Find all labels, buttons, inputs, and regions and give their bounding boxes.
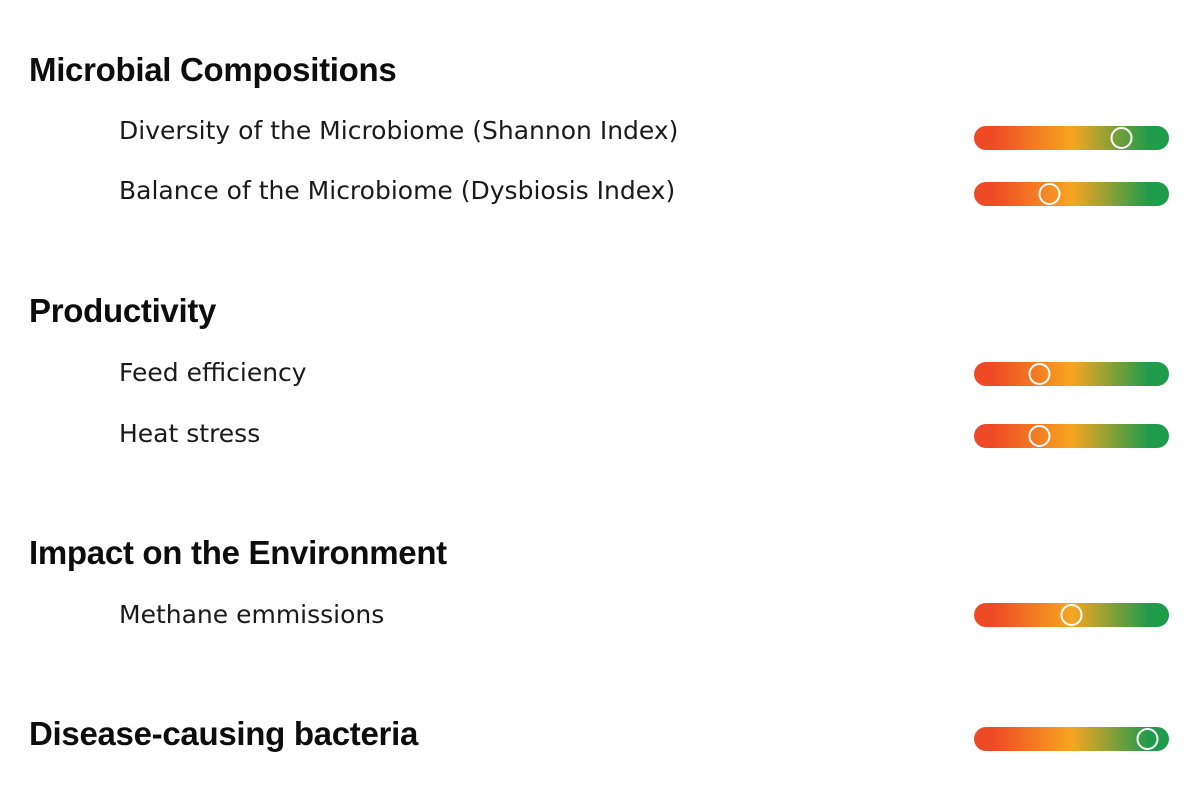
gauge-knob [1136,728,1159,750]
gauge-heat-stress [974,424,1169,448]
gauge-disease-causing-bacteria [974,727,1169,751]
metric-label-shannon-index: Diversity of the Microbiome (Shannon Ind… [119,116,679,145]
gauge-dysbiosis-index [974,182,1169,206]
gauge-knob [1038,183,1061,205]
metric-label-methane-emissions: Methane emmissions [119,600,385,629]
metric-label-heat-stress: Heat stress [119,419,261,448]
section-title-microbial-compositions: Microbial Compositions [29,51,397,88]
gauge-knob [1028,425,1051,447]
gauge-knob [1060,604,1082,626]
gauge-methane-emissions [974,603,1169,627]
section-title-environment-impact: Impact on the Environment [29,534,447,571]
metric-label-feed-efficiency: Feed efficiency [119,358,307,387]
gauge-shannon-index [974,126,1169,150]
gauge-knob [1028,363,1051,385]
metric-label-dysbiosis-index: Balance of the Microbiome (Dysbiosis Ind… [119,176,676,205]
section-title-disease-causing-bacteria: Disease-causing bacteria [29,715,418,752]
gauge-feed-efficiency [974,362,1169,386]
section-title-productivity: Productivity [29,292,217,329]
gauge-knob [1110,127,1133,149]
